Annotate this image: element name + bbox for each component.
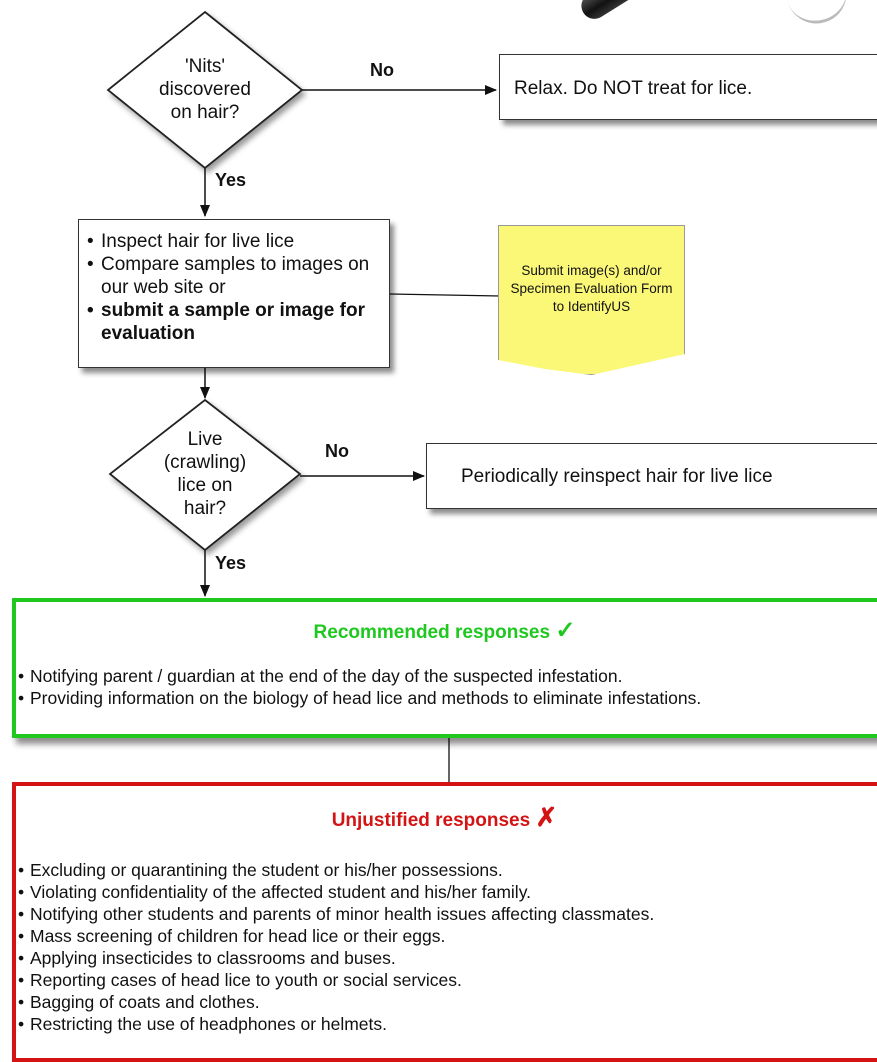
- reinspect-box: Periodically reinspect hair for live lic…: [426, 443, 877, 509]
- decision-2-yes-label: Yes: [215, 553, 247, 573]
- unjustified-item: Excluding or quarantining the student or…: [18, 859, 877, 881]
- cross-mark-icon: ✗: [535, 802, 558, 832]
- recommended-title: Recommended responses ✓: [313, 617, 576, 644]
- identifyus-note: Submit image(s) and/or Specimen Evaluati…: [498, 225, 685, 375]
- reinspect-text: Periodically reinspect hair for live lic…: [461, 466, 773, 487]
- decision-1-text: 'Nits' discovered on hair?: [130, 55, 280, 124]
- decision-1-yes-label: Yes: [215, 170, 247, 190]
- unjustified-panel: Unjustified responses ✗ Excluding or qua…: [12, 782, 877, 1062]
- decision-2-line: Live: [187, 429, 223, 450]
- decision-1-line: discovered: [159, 79, 251, 100]
- decision-1-no-label: No: [370, 60, 394, 80]
- decision-1-line: 'Nits': [185, 56, 225, 77]
- decision-2-text: Live (crawling) lice on hair?: [140, 428, 270, 520]
- inspect-item: Compare samples to images on our web sit…: [85, 253, 381, 299]
- decision-2-line: lice on: [177, 475, 233, 496]
- recommended-panel: Recommended responses ✓ Notifying parent…: [12, 598, 877, 738]
- decision-2-no-label: No: [325, 441, 349, 461]
- relax-text: Relax. Do NOT treat for lice.: [514, 78, 753, 99]
- decision-1-line: on hair?: [170, 102, 240, 123]
- unjustified-item: Mass screening of children for head lice…: [18, 925, 877, 947]
- inspect-item: Inspect hair for live lice: [85, 230, 381, 253]
- inspect-box: Inspect hair for live lice Compare sampl…: [78, 219, 390, 368]
- note-line: Specimen Evaluation Form: [510, 281, 673, 296]
- checkmark-icon: ✓: [555, 617, 576, 644]
- recommended-item: Notifying parent / guardian at the end o…: [18, 665, 877, 687]
- inspect-item-emphasis: submit a sample or image for evaluation: [85, 299, 381, 345]
- unjustified-item: Bagging of coats and clothes.: [18, 991, 877, 1013]
- relax-box: Relax. Do NOT treat for lice.: [499, 54, 877, 120]
- recommended-item: Providing information on the biology of …: [18, 687, 877, 709]
- unjustified-item: Violating confidentiality of the affecte…: [18, 881, 877, 903]
- unjustified-item: Applying insecticides to classrooms and …: [18, 947, 877, 969]
- decision-2-line: hair?: [183, 498, 227, 519]
- unjustified-item: Reporting cases of head lice to youth or…: [18, 969, 877, 991]
- unjustified-item: Restricting the use of headphones or hel…: [18, 1013, 877, 1035]
- note-line: to IdentifyUS: [552, 299, 631, 314]
- note-connector: [389, 293, 501, 297]
- unjustified-title: Unjustified responses ✗: [331, 802, 558, 832]
- decision-2-line: (crawling): [163, 452, 247, 473]
- note-line: Submit image(s) and/or: [521, 263, 662, 278]
- unjustified-item: Notifying other students and parents of …: [18, 903, 877, 925]
